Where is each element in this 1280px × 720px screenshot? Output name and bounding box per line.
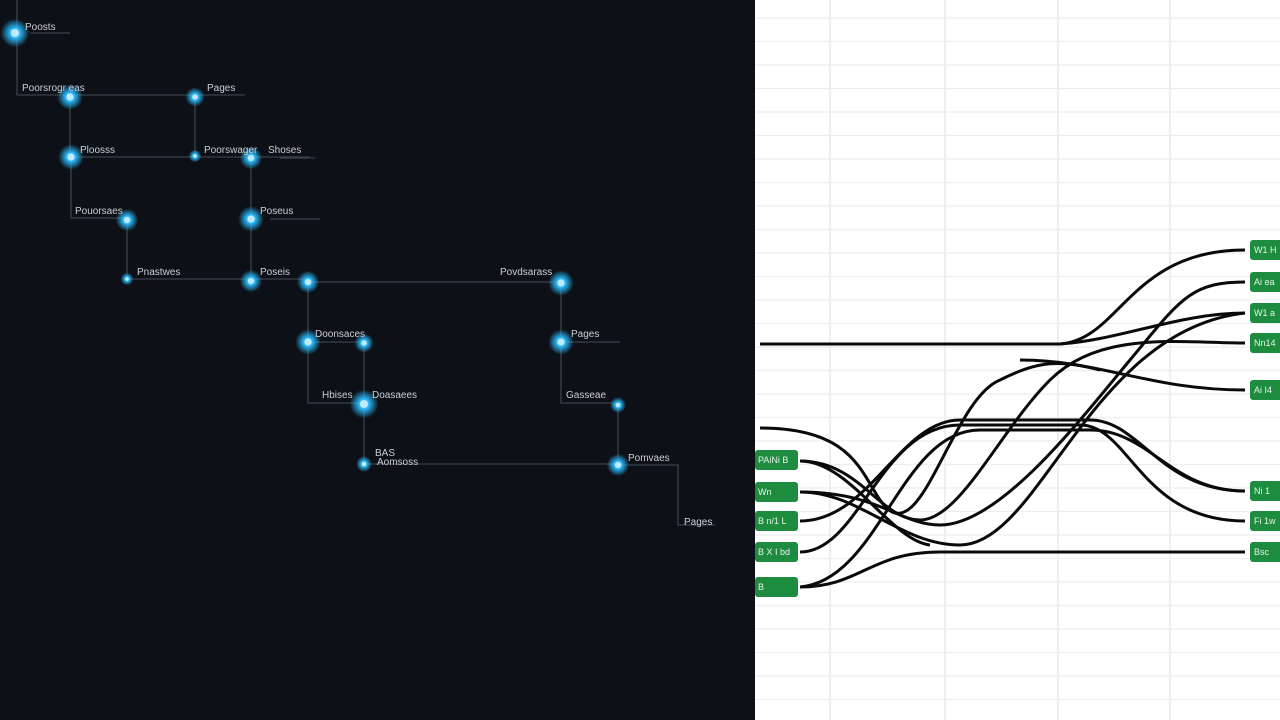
node-label: Pages [684, 517, 712, 528]
tree-node[interactable] [120, 272, 134, 286]
tag-label: B X I bd [758, 547, 790, 557]
tree-node[interactable] [58, 144, 84, 170]
node-label: Hbises [322, 390, 353, 401]
tree-node[interactable] [239, 146, 263, 170]
right-port-tag[interactable]: W1 a [1250, 303, 1280, 323]
node-label: Pomvaes [628, 453, 670, 464]
tag-label: Nn14 [1254, 338, 1276, 348]
tree-node[interactable] [296, 270, 320, 294]
wires [759, 248, 1246, 589]
node-label: Pages [571, 329, 599, 340]
node-label: Poseis [260, 267, 290, 278]
right-port-tag[interactable]: Fi 1w [1250, 511, 1280, 531]
left-port-tag[interactable]: Wn [755, 482, 798, 502]
node-label: Pouorsaes [75, 206, 123, 217]
tree-node[interactable] [115, 208, 139, 232]
tree-node[interactable] [354, 333, 374, 353]
tree-node[interactable] [606, 453, 630, 477]
right-port-tag[interactable]: Ai I4 [1250, 380, 1280, 400]
tree-node[interactable] [548, 329, 574, 355]
left-tags: PAiNi B Wn B n/1 L B X I bd B [755, 450, 798, 597]
node-label: BAS [375, 448, 395, 459]
tree-node[interactable] [238, 206, 264, 232]
tree-node[interactable] [349, 389, 379, 419]
right-port-tag[interactable]: Bsc [1250, 542, 1280, 562]
grid [755, 0, 1280, 720]
tree-node[interactable] [295, 329, 321, 355]
node-label: Pnastwes [137, 267, 180, 278]
tag-label: W1 H [1254, 245, 1277, 255]
tag-label: B [758, 582, 764, 592]
node-label: Poosts [25, 22, 56, 33]
tree-node[interactable] [57, 84, 83, 110]
left-port-tag[interactable]: B X I bd [755, 542, 798, 562]
left-port-tag[interactable]: B n/1 L [755, 511, 798, 531]
node-label: Shoses [268, 145, 301, 156]
node-label: Doasaees [372, 390, 417, 401]
tag-label: B n/1 L [758, 516, 787, 526]
tree-node[interactable] [610, 397, 626, 413]
node-label: Pages [207, 83, 235, 94]
tag-label: Ni 1 [1254, 486, 1270, 496]
node-label: Gasseae [566, 390, 606, 401]
node-label: Povdsarass [500, 267, 552, 278]
tag-label: PAiNi B [758, 455, 788, 465]
right-port-tag[interactable]: Nn14 [1250, 333, 1280, 353]
left-port-tag[interactable]: PAiNi B [755, 450, 798, 470]
left-port-tag[interactable]: B [755, 577, 798, 597]
tree-node[interactable] [356, 456, 372, 472]
tree-node[interactable] [0, 18, 30, 48]
node-label: Doonsaces [315, 329, 365, 340]
tree-node[interactable] [548, 270, 574, 296]
node-label: Poorswager [204, 145, 258, 156]
tree-node[interactable] [185, 87, 205, 107]
tag-label: Ai ea [1254, 277, 1275, 287]
node-label: Aomsoss [377, 457, 418, 468]
node-label: Ploosss [80, 145, 115, 156]
right-port-tag[interactable]: W1 H [1250, 240, 1280, 260]
tag-label: Wn [758, 487, 772, 497]
tree-node[interactable] [188, 149, 202, 163]
tag-label: Ai I4 [1254, 385, 1272, 395]
right-port-tag[interactable]: Ai ea [1250, 272, 1280, 292]
tree-nodes [0, 18, 630, 477]
patch-panel: PAiNi B Wn B n/1 L B X I bd B W1 H Ai ea W1 a N… [755, 0, 1280, 720]
right-port-tag[interactable]: Ni 1 [1250, 481, 1280, 501]
tag-label: Fi 1w [1254, 516, 1276, 526]
tag-label: Bsc [1254, 547, 1270, 557]
node-label: Poorsrogr eas [22, 83, 85, 94]
node-label: Poseus [260, 206, 293, 217]
tag-label: W1 a [1254, 308, 1275, 318]
right-tags: W1 H Ai ea W1 a Nn14 Ai I4 Ni 1 Fi 1w Bsc [1250, 240, 1280, 562]
tree-node[interactable] [239, 269, 263, 293]
